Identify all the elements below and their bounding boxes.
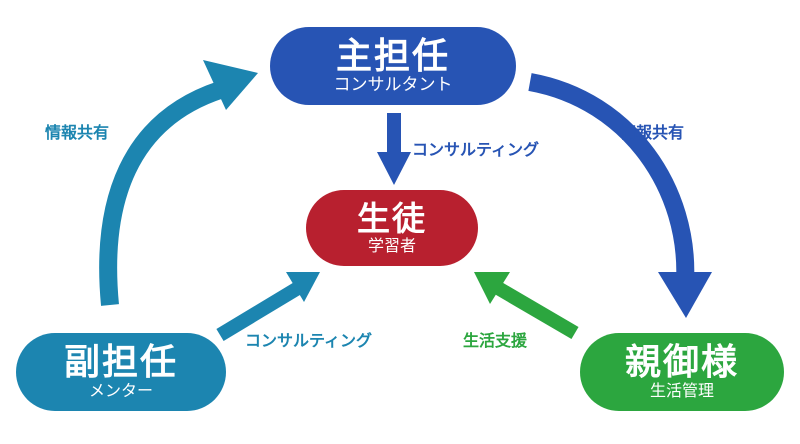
- node-sub-title: 副担任: [63, 342, 178, 384]
- edge-label-info-share-right: 情報共有: [620, 123, 685, 142]
- arrow-parent-to-student-head: [474, 272, 510, 304]
- edge-label-life-support: 生活支援: [463, 331, 528, 350]
- arrow-sub-to-student-shaft: [216, 282, 302, 341]
- arrow-main-to-student-shaft: [387, 113, 401, 155]
- edge-label-info-share-left: 情報共有: [45, 123, 110, 142]
- node-main-title: 主担任: [335, 35, 450, 77]
- node-main-homeroom: 主担任 コンサルタント: [270, 27, 516, 105]
- node-sub-subtitle: メンター: [88, 381, 153, 401]
- node-parent-title: 親御様: [624, 342, 739, 384]
- arrow-sub-to-main-head: [203, 60, 258, 110]
- arrow-main-to-parent-shaft: [528, 73, 695, 283]
- arrow-parent-to-student-shaft: [494, 281, 579, 340]
- arrow-main-to-parent-head: [658, 272, 712, 318]
- arrow-sub-to-student-head: [286, 272, 320, 302]
- edge-label-consulting-sub: コンサルティング: [245, 331, 373, 350]
- edge-label-consulting-main: コンサルティング: [412, 140, 540, 159]
- node-student: 生徒 学習者: [306, 190, 478, 266]
- node-parent: 親御様 生活管理: [580, 333, 784, 411]
- arrow-sub-to-main-shaft: [99, 81, 223, 306]
- node-student-subtitle: 学習者: [367, 235, 416, 255]
- arrow-main-to-student-head: [377, 152, 411, 185]
- node-student-title: 生徒: [357, 198, 427, 238]
- node-sub-homeroom: 副担任 メンター: [16, 333, 226, 411]
- node-main-subtitle: コンサルタント: [333, 74, 453, 95]
- node-parent-subtitle: 生活管理: [649, 381, 714, 401]
